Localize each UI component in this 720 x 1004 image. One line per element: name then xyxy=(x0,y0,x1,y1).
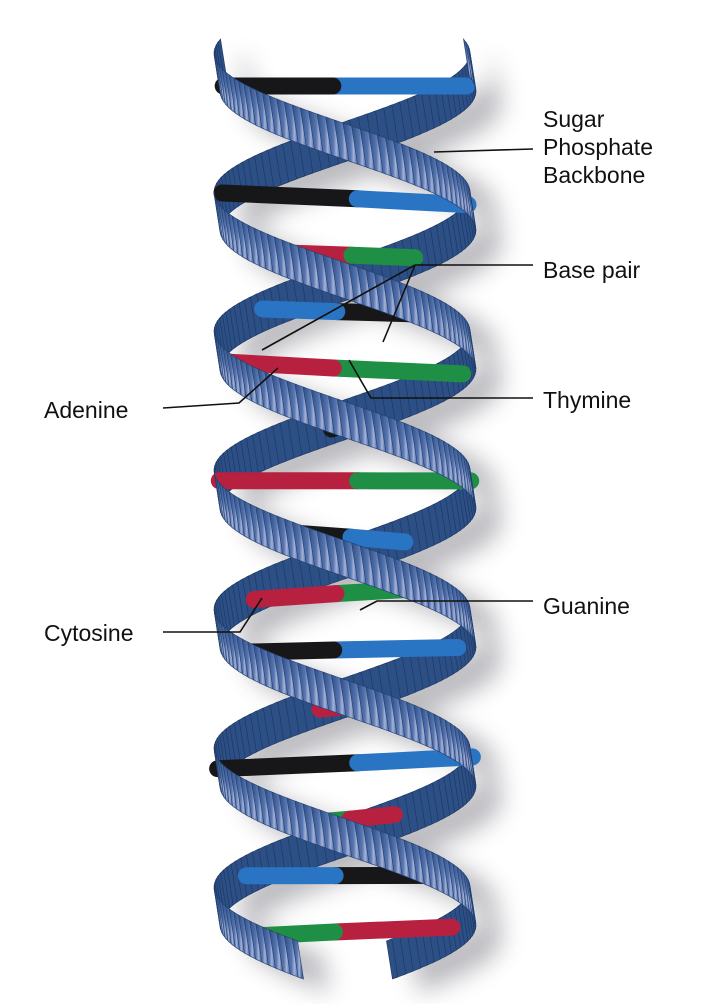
sugar-phosphate-backbone-front xyxy=(213,37,477,980)
backbone-front-segment xyxy=(469,188,477,232)
label-guanine: Guanine xyxy=(543,593,630,619)
backbone-front-segment xyxy=(469,605,477,649)
base-c xyxy=(348,190,477,214)
base-t xyxy=(245,585,345,608)
base-g xyxy=(213,184,366,208)
base-c xyxy=(254,300,346,321)
backbone-front-segment xyxy=(469,884,477,928)
label-base-pair: Base pair xyxy=(543,257,641,283)
leader-sugar-phosphate-backbone xyxy=(433,148,534,153)
label-sugar-line: Sugar xyxy=(543,106,605,132)
backbone-front-segment xyxy=(469,50,477,94)
backbone-back-segment xyxy=(386,938,399,980)
backbone-front-segment xyxy=(469,467,477,511)
leader-adenine xyxy=(162,367,279,409)
label-phosphate-line: Phosphate xyxy=(543,134,653,160)
label-thymine: Thymine xyxy=(543,387,632,413)
base-a xyxy=(324,359,472,383)
label-leader-lines xyxy=(162,148,534,633)
label-adenine: Adenine xyxy=(44,397,129,423)
backbone-front-segment xyxy=(469,326,477,370)
backbone-front-segment xyxy=(469,743,477,787)
base-c xyxy=(325,639,467,659)
leader-cytosine xyxy=(163,597,263,633)
base-pair-rung xyxy=(213,184,477,214)
backbone-front-segment xyxy=(291,938,304,980)
label-backbone-line: Backbone xyxy=(543,162,646,188)
base-pair-rung xyxy=(209,748,481,778)
base-a xyxy=(343,246,424,267)
base-g xyxy=(209,754,367,778)
base-t xyxy=(325,918,461,941)
base-c xyxy=(342,528,414,551)
base-t xyxy=(341,806,403,828)
leader-base-pair-branch-2 xyxy=(382,264,416,343)
leader-guanine xyxy=(359,600,533,611)
label-sugar-phosphate-backbone: Sugar Phosphate Backbone xyxy=(543,105,653,189)
leader-thymine xyxy=(348,359,533,399)
leader-base-pair-branch-1 xyxy=(261,264,416,351)
label-cytosine: Cytosine xyxy=(44,620,134,646)
